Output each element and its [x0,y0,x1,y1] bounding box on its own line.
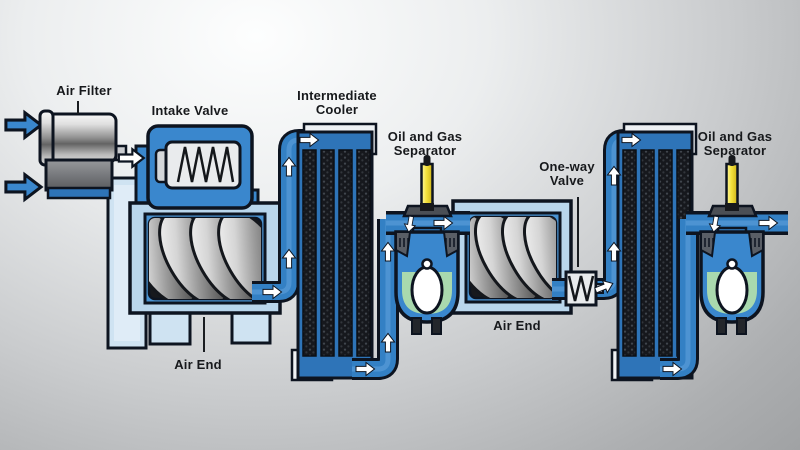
pipe-cooler1-to-separator1 [352,219,399,380]
separator-element [410,265,444,315]
intermediate-cooler-label: Intermediate Cooler [297,88,377,117]
air-end-1-label: Air End [174,357,222,372]
screw-rotor-2 [470,217,556,298]
air-end-1 [128,201,282,315]
intake-valve [146,124,254,210]
oil-gas-separator-1-label: Oil and Gas Separator [387,129,463,158]
air-filter-label: Air Filter [56,83,112,98]
intermediate-cooler [290,122,378,382]
cooler-fin [320,149,335,357]
one-way-valve-spring [567,275,595,302]
pipe-stage1-to-cooler [252,129,344,303]
one-way-valve-label: One-way Valve [539,159,595,188]
cooler-fin [640,149,655,357]
inlet-arrow-bottom [4,173,43,201]
air-end-2-label: Air End [493,318,541,333]
air-end-2 [451,199,573,315]
cooler-fin [622,149,637,357]
screw-rotor-1 [149,218,261,299]
air-filter [4,101,145,201]
cooler-fin [356,149,371,357]
cooler-fin [658,149,673,357]
cooler-fin [302,149,317,357]
intake-valve-label: Intake Valve [151,103,229,118]
inlet-arrow-top [4,111,43,139]
valve-spring [176,146,235,183]
oil-gas-separator-2-label: Oil and Gas Separator [697,129,773,158]
oil-gas-separator-2 [699,153,765,336]
oil-gas-separator-1 [394,155,460,335]
indicator-rod [420,162,434,210]
cooler-fin [338,149,353,357]
